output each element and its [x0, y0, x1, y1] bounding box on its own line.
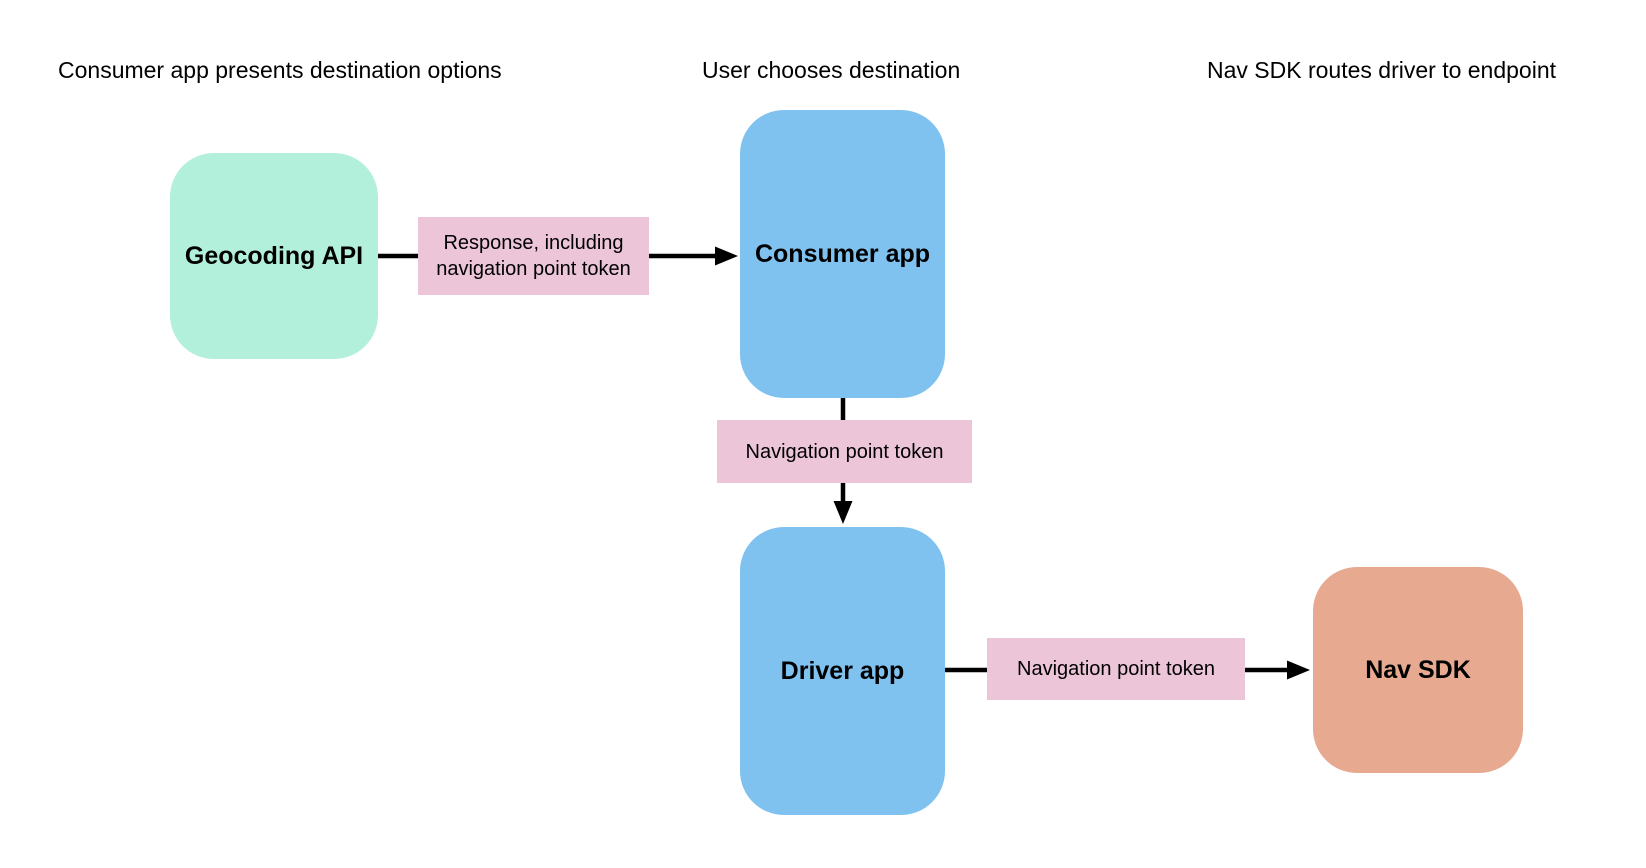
node-consumer-app-label: Consumer app: [754, 239, 931, 268]
column-header-consumer-presents: Consumer app presents destination option…: [58, 57, 502, 83]
arrowhead-right-icon: [1287, 660, 1310, 680]
edge-label-response-including-token: Response, including navigation point tok…: [418, 217, 649, 295]
column-header-user-chooses: User chooses destination: [702, 57, 961, 83]
node-nav-sdk: Nav SDK: [1313, 567, 1523, 773]
edge-label-navigation-point-token-1: Navigation point token: [717, 420, 972, 483]
node-geocoding-api: Geocoding API: [170, 153, 378, 359]
node-nav-sdk-label: Nav SDK: [1365, 655, 1471, 684]
column-header-nav-sdk-routes: Nav SDK routes driver to endpoint: [1207, 57, 1557, 83]
edge-label-navigation-point-token-2: Navigation point token: [987, 638, 1245, 700]
node-geocoding-api-label: Geocoding API: [184, 241, 364, 270]
arrowhead-down-icon: [833, 501, 853, 524]
node-driver-app: Driver app: [740, 527, 945, 815]
node-driver-app-label: Driver app: [780, 656, 905, 685]
arrowhead-right-icon: [715, 246, 738, 266]
node-consumer-app: Consumer app: [740, 110, 945, 398]
